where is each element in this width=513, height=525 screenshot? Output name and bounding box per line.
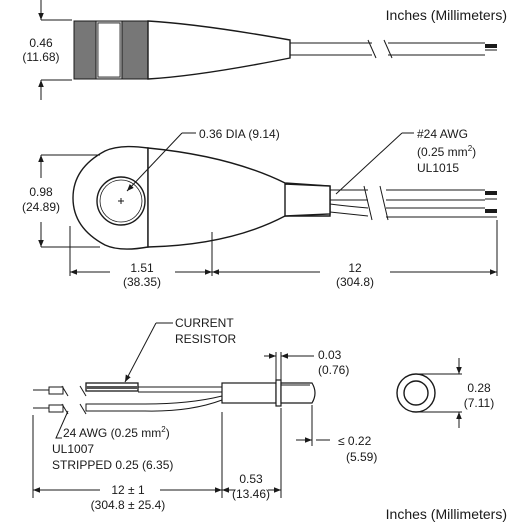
lamp-wire-rating-label: UL1007 [52, 442, 94, 456]
lead-length-dim-mm: (304.8) [336, 275, 374, 289]
side-height-dim-mm: (11.68) [22, 50, 59, 64]
tip-length-dim-mm: (5.59) [346, 450, 377, 464]
resistor-label-line1: CURRENT [175, 316, 234, 330]
lamp-dia-dim-mm: (7.11) [464, 396, 494, 410]
units-label-bottom: Inches (Millimeters) [386, 506, 507, 522]
wire-rating-label: UL1015 [417, 161, 459, 175]
wire-gauge-label: #24 AWG [417, 127, 468, 141]
lamp-dia-dim-in: 0.28 [467, 381, 491, 395]
lead-length-dim-in: 12 [348, 261, 362, 275]
lamp-view: CURRENT RESISTOR 0.03 (0.76) [32, 316, 494, 512]
lamp-lead-dim-mm: (304.8 ± 25.4) [91, 498, 166, 512]
wire-area-label: (0.25 mm2) [417, 144, 476, 159]
side-view: 0.46 (11.68) [22, 0, 497, 100]
side-height-dim-in: 0.46 [29, 36, 53, 50]
flange-dim-mm: (0.76) [318, 363, 349, 377]
tip-length-dim-in: ≤ 0.22 [338, 434, 372, 448]
body-length-dim-in: 1.51 [130, 261, 154, 275]
top-height-dim-in: 0.98 [29, 185, 53, 199]
flange-dim-in: 0.03 [318, 348, 342, 362]
body-length-dim-mm: (38.35) [123, 275, 161, 289]
lamp-lead-dim-in: 12 ± 1 [111, 483, 145, 497]
lamp-body-dim-mm: (13.46) [232, 487, 270, 501]
units-label-top: Inches (Millimeters) [386, 7, 507, 23]
lamp-wire-stripped-label: STRIPPED 0.25 (6.35) [52, 458, 173, 472]
lamp-wire-gauge-label: 24 AWG (0.25 mm2) [63, 425, 170, 440]
top-height-dim-mm: (24.89) [22, 200, 60, 214]
top-view: 0.36 DIA (9.14) #24 AWG (0.25 mm2) UL101… [22, 127, 498, 289]
resistor-label-line2: RESISTOR [175, 332, 236, 346]
lamp-body-dim-in: 0.53 [239, 472, 263, 486]
hole-diameter-callout: 0.36 DIA (9.14) [199, 127, 280, 141]
